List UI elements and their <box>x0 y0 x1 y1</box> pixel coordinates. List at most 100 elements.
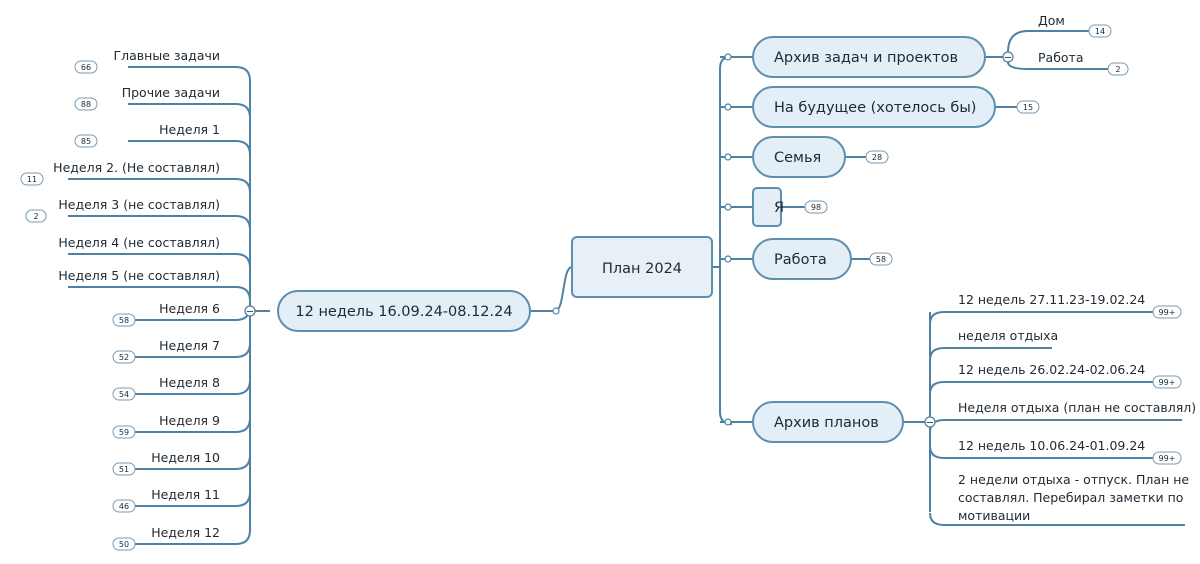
left-item-label: Главные задачи <box>114 48 220 63</box>
right-branch-dot <box>724 203 732 211</box>
left-item-label: Неделя 11 <box>151 487 220 502</box>
left-item-connector <box>128 66 251 306</box>
count-badge-text: 52 <box>119 353 129 362</box>
central-to-left-connector <box>530 266 573 312</box>
right-topic[interactable]: Семья <box>752 136 846 178</box>
count-badge-text: 15 <box>1023 103 1033 112</box>
archive-plan-connector <box>929 512 1185 526</box>
left-item-count-badge[interactable]: 59 <box>112 425 136 439</box>
count-badge-text: 11 <box>27 175 37 184</box>
right-topic[interactable]: Работа <box>752 238 852 280</box>
right-topic-count-badge[interactable]: 28 <box>865 150 889 164</box>
left-item-count-badge[interactable]: 11 <box>20 172 44 186</box>
archive-plan-count-badge[interactable]: 99+ <box>1152 305 1182 319</box>
count-badge-text: 99+ <box>1159 378 1176 387</box>
count-badge-frame <box>74 60 98 74</box>
right-branch-dot <box>724 53 732 61</box>
count-badge-text: 85 <box>81 137 91 146</box>
child-dom-connector <box>1007 30 1100 53</box>
right-topic-label: Я <box>774 200 784 216</box>
right-branch-dot <box>724 255 732 263</box>
right-topic-box <box>752 36 986 78</box>
archive-plan-connector <box>929 311 1166 325</box>
archive-plan-count-badge[interactable]: 99+ <box>1152 451 1182 465</box>
collapse-toggle-glyph: − <box>246 307 254 318</box>
child-rabota-label: Работа <box>1038 50 1084 65</box>
archive-plans-collapse-toggle[interactable]: − <box>924 416 936 429</box>
left-main-collapse-toggle[interactable]: − <box>244 305 256 318</box>
left-item-connector <box>68 215 251 306</box>
archive-tasks-collapse-toggle[interactable]: − <box>1002 51 1014 64</box>
archive-plan-label: 12 недель 27.11.23-19.02.24 <box>958 292 1145 307</box>
count-badge-frame <box>25 209 47 223</box>
right-topic-count-badge[interactable]: 15 <box>1016 100 1040 114</box>
left-item-count-badge[interactable]: 46 <box>112 499 136 513</box>
count-badge-text: 99+ <box>1159 454 1176 463</box>
archive-plan-label: Неделя отдыха (план не составлял) <box>958 400 1196 415</box>
archive-plan-count-badge[interactable]: 99+ <box>1152 375 1182 389</box>
left-item-count-badge[interactable]: 50 <box>112 537 136 551</box>
count-badge-frame <box>112 350 136 364</box>
central-left-dot <box>552 307 560 315</box>
archive-plan-label-line: 2 недели отдыха - отпуск. План не <box>958 472 1189 487</box>
right-topic-box <box>752 86 996 128</box>
left-item-count-badge[interactable]: 66 <box>74 60 98 74</box>
left-item-label: Неделя 10 <box>151 450 220 465</box>
right-topic-label: Архив планов <box>774 415 879 431</box>
left-item-count-badge[interactable]: 58 <box>112 313 136 327</box>
count-badge-frame <box>112 462 136 476</box>
right-topic-box <box>752 136 846 178</box>
right-topic-count-badge[interactable]: 58 <box>869 252 893 266</box>
right-branch-dot <box>724 103 732 111</box>
collapse-toggle-circle <box>924 416 936 428</box>
right-topic[interactable]: На будущее (хотелось бы) <box>752 86 996 128</box>
left-item-count-badge[interactable]: 2 <box>25 209 47 223</box>
left-item-connector <box>68 253 251 306</box>
right-topic[interactable]: Архив планов <box>752 401 904 443</box>
count-badge-frame <box>112 425 136 439</box>
left-item-count-badge[interactable]: 54 <box>112 387 136 401</box>
left-item-connector <box>68 286 251 306</box>
child-dom-count-badge[interactable]: 14 <box>1088 24 1112 38</box>
count-badge-frame <box>112 387 136 401</box>
child-rabota-count-badge[interactable]: 2 <box>1107 62 1129 76</box>
central-topic-label: План 2024 <box>602 261 682 277</box>
right-topic-box <box>752 401 904 443</box>
left-main-topic[interactable]: 12 недель 16.09.24-08.12.24 <box>277 290 531 332</box>
right-branch-dot <box>724 418 732 426</box>
central-topic-box <box>571 236 713 298</box>
left-item-count-badge[interactable]: 52 <box>112 350 136 364</box>
left-item-count-badge[interactable]: 88 <box>74 97 98 111</box>
left-item-label: Неделя 4 (не составлял) <box>58 235 220 250</box>
count-badge-frame <box>20 172 44 186</box>
central-topic[interactable]: План 2024 <box>571 236 713 298</box>
count-badge-text: 58 <box>119 316 129 325</box>
right-topic-box <box>752 187 782 227</box>
collapse-toggle-circle <box>244 305 256 317</box>
count-badge-text: 99+ <box>1159 308 1176 317</box>
count-badge-frame <box>112 537 136 551</box>
right-topic[interactable]: Архив задач и проектов <box>752 36 986 78</box>
right-topic-label: На будущее (хотелось бы) <box>774 100 976 116</box>
count-badge-frame <box>1152 305 1182 319</box>
connector-lines <box>68 30 1185 545</box>
count-badge-text: 50 <box>119 540 129 549</box>
right-branch-dot <box>724 153 732 161</box>
mind-map-nodes: План 2024 12 недель 16.09.24-08.12.24 − Гла… <box>20 13 1196 551</box>
archive-plan-label: неделя отдыха <box>958 328 1058 343</box>
left-item-label: Неделя 3 (не составлял) <box>58 197 220 212</box>
collapse-toggle-glyph: − <box>926 418 934 429</box>
right-topic[interactable]: Я <box>752 187 784 227</box>
count-badge-text: 51 <box>119 465 129 474</box>
left-main-topic-label: 12 недель 16.09.24-08.12.24 <box>295 304 512 320</box>
left-item-count-badge[interactable]: 85 <box>74 134 98 148</box>
right-topic-count-badge[interactable]: 98 <box>804 200 828 214</box>
left-item-label: Неделя 5 (не составлял) <box>58 268 220 283</box>
archive-plan-label-line: составлял. Перебирал заметки по <box>958 490 1183 505</box>
count-badge-frame <box>74 97 98 111</box>
left-item-count-badge[interactable]: 51 <box>112 462 136 476</box>
count-badge-text: 98 <box>811 203 821 212</box>
right-topic-label: Работа <box>774 252 827 268</box>
archive-plan-label: 12 недель 10.06.24-01.09.24 <box>958 438 1145 453</box>
